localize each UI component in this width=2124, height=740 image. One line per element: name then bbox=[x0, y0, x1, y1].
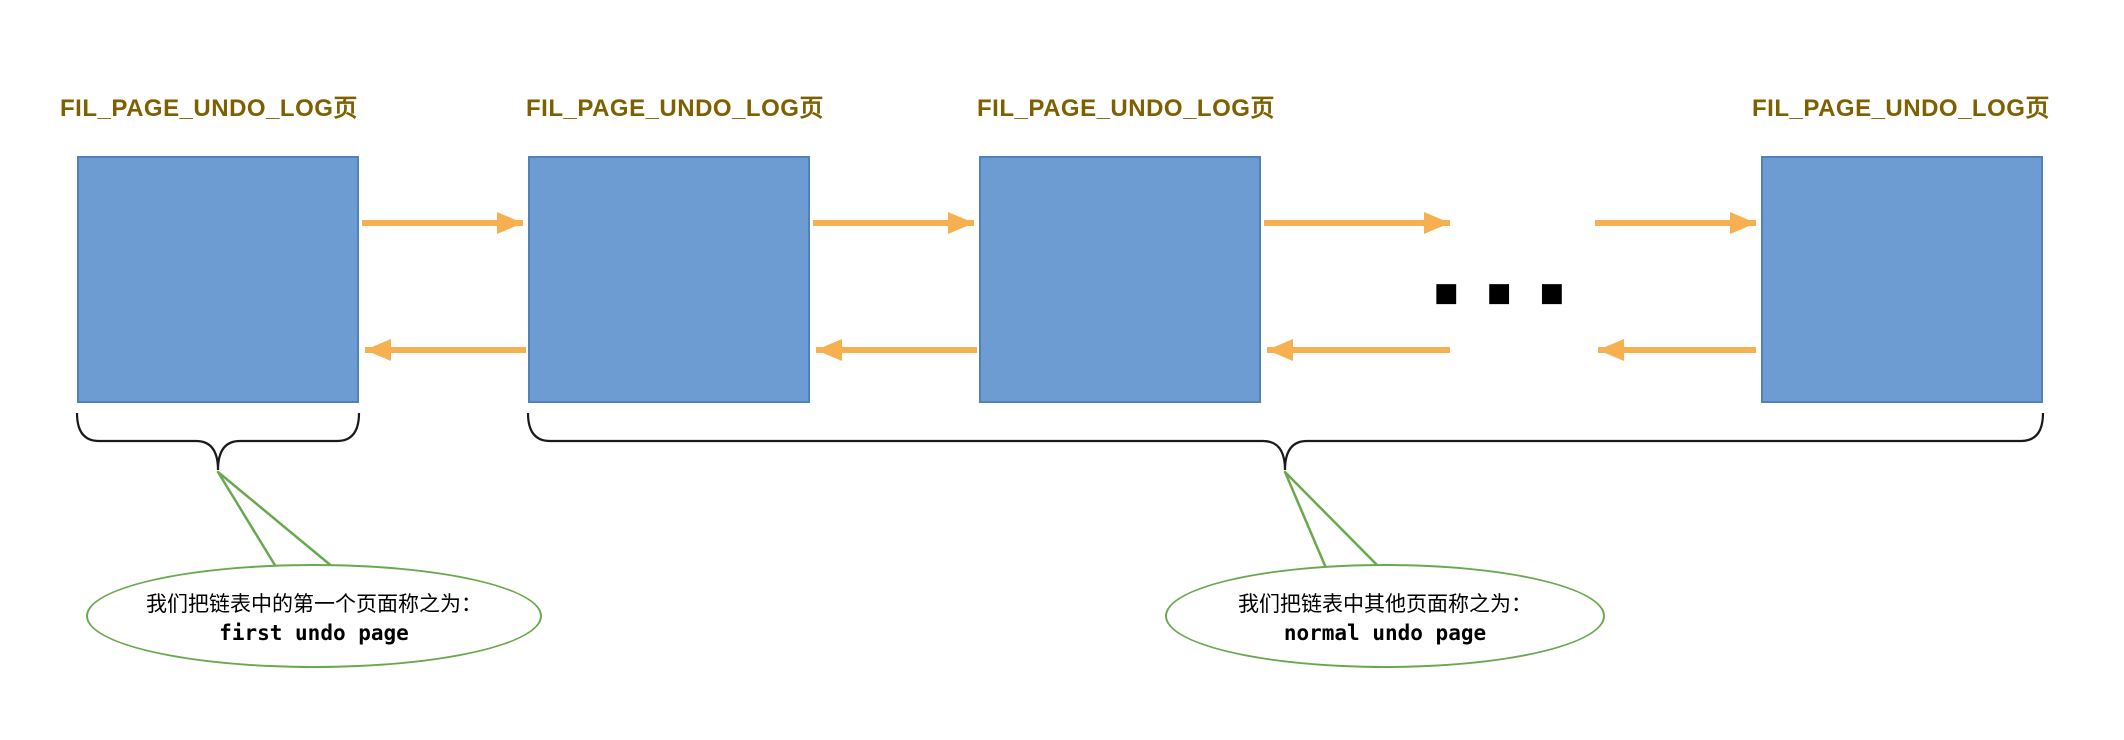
callout-first-undo-page: 我们把链表中的第一个页面称之为： first undo page bbox=[86, 564, 542, 668]
page-title-3: FIL_PAGE_UNDO_LOG页 bbox=[977, 95, 1275, 122]
undo-page-box-4 bbox=[1761, 156, 2043, 403]
brace-other-pages bbox=[526, 412, 2045, 471]
undo-page-box-1 bbox=[77, 156, 359, 403]
page-title-4: FIL_PAGE_UNDO_LOG页 bbox=[1752, 95, 2050, 122]
callout-first-text: 我们把链表中的第一个页面称之为： bbox=[146, 591, 482, 616]
callout-first-name: first undo page bbox=[219, 620, 409, 645]
callout-normal-undo-page: 我们把链表中其他页面称之为： normal undo page bbox=[1165, 564, 1605, 668]
undo-page-box-2 bbox=[528, 156, 810, 403]
ellipsis: ■ ■ ■ bbox=[1433, 278, 1575, 308]
page-title-1: FIL_PAGE_UNDO_LOG页 bbox=[60, 95, 358, 122]
brace-first-page bbox=[75, 412, 361, 471]
undo-page-box-3 bbox=[979, 156, 1261, 403]
callout-normal-text: 我们把链表中其他页面称之为： bbox=[1238, 591, 1532, 616]
page-title-2: FIL_PAGE_UNDO_LOG页 bbox=[526, 95, 824, 122]
callout-normal-name: normal undo page bbox=[1283, 620, 1487, 645]
